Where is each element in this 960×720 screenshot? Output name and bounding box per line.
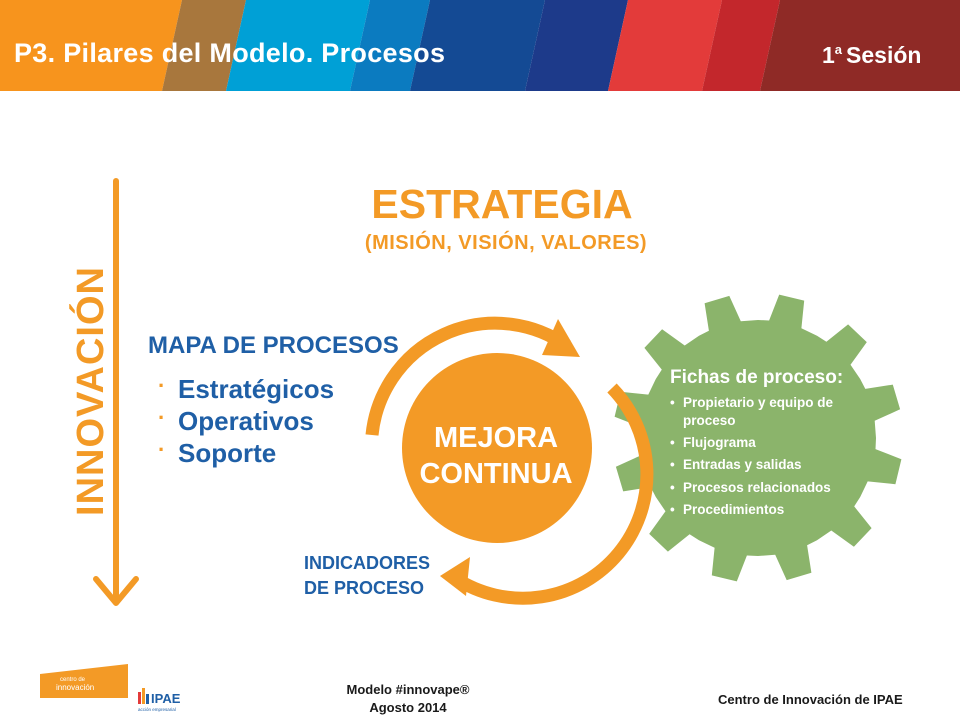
slide-title: P3. Pilares del Modelo. Procesos (14, 38, 446, 68)
cycle-arrow-top (365, 316, 571, 436)
process-sheets-item: Propietario y equipo de (683, 395, 834, 410)
process-sheets-list: • Propietario y equipo de proceso • Fluj… (670, 395, 834, 517)
header-stripe (0, 0, 182, 91)
process-indicators-line2: DE PROCESO (304, 578, 424, 598)
strategy-title: ESTRATEGIA (371, 181, 632, 227)
continuous-improvement-circle (402, 353, 592, 543)
process-sheets-item: Flujograma (683, 435, 756, 450)
centro-innovacion-logo: centro de innovación (40, 664, 128, 698)
cycle-arrowhead-top (542, 319, 580, 357)
footer-organization: Centro de Innovación de IPAE (718, 692, 903, 707)
footer-date: Agosto 2014 (369, 700, 447, 715)
process-map-bullet: · (158, 373, 165, 398)
process-pillars-diagram: INNOVACIÓN ESTRATEGIA (MISIÓN, VISIÓN, V… (68, 178, 902, 606)
process-sheets-item: Procesos relacionados (683, 480, 831, 495)
cycle-arrow-bottom (451, 383, 654, 605)
header-stripe (350, 0, 430, 91)
process-sheets-bullet: • (670, 502, 675, 517)
process-map-item: Operativos (178, 406, 314, 436)
process-map-bullet: · (158, 437, 165, 462)
gear-icon (614, 294, 902, 582)
footer-model-label: Modelo #innovape® (346, 682, 470, 697)
process-map-title: MAPA DE PROCESOS (148, 332, 399, 359)
session-ordinal: a (834, 42, 843, 58)
continuous-improvement-line2: CONTINUA (419, 458, 572, 490)
ipae-logo-tagline: acción empresarial (138, 707, 176, 712)
header-stripe (760, 0, 960, 91)
process-map-item: Estratégicos (178, 374, 334, 404)
header-stripe (525, 0, 628, 91)
session-number: 1 (822, 42, 835, 68)
cycle-arrowhead-bottom (440, 557, 470, 596)
innovation-arrow-head (93, 576, 139, 606)
process-sheets-bullet: • (670, 457, 675, 472)
ipae-logo-text: IPAE (151, 691, 181, 706)
process-sheets-title: Fichas de proceso: (670, 367, 843, 388)
process-map-list: · Estratégicos · Operativos · Soporte (158, 373, 334, 468)
session-word: Sesión (846, 42, 922, 68)
ci-logo-line2: innovación (56, 683, 94, 692)
process-map-bullet: · (158, 405, 165, 430)
ipae-logo: IPAE acción empresarial (138, 688, 181, 712)
process-sheets-bullet: • (670, 395, 675, 410)
process-map-item: Soporte (178, 438, 276, 468)
process-sheets-item: Procedimientos (683, 502, 784, 517)
strategy-subtitle: (MISIÓN, VISIÓN, VALORES) (365, 230, 647, 254)
header-stripe (226, 0, 370, 91)
ci-logo-line1: centro de (60, 677, 86, 683)
process-sheets-bullet: • (670, 480, 675, 495)
innovation-label: INNOVACIÓN (68, 266, 112, 516)
header-stripe (410, 0, 545, 91)
process-sheets-item-cont: proceso (683, 413, 736, 428)
header-stripe (608, 0, 722, 91)
header-stripe (702, 0, 780, 91)
process-sheets-item: Entradas y salidas (683, 457, 802, 472)
process-sheets-bullet: • (670, 435, 675, 450)
header-stripe (162, 0, 246, 91)
process-indicators-line1: INDICADORES (304, 553, 430, 573)
continuous-improvement-line1: MEJORA (434, 422, 558, 454)
